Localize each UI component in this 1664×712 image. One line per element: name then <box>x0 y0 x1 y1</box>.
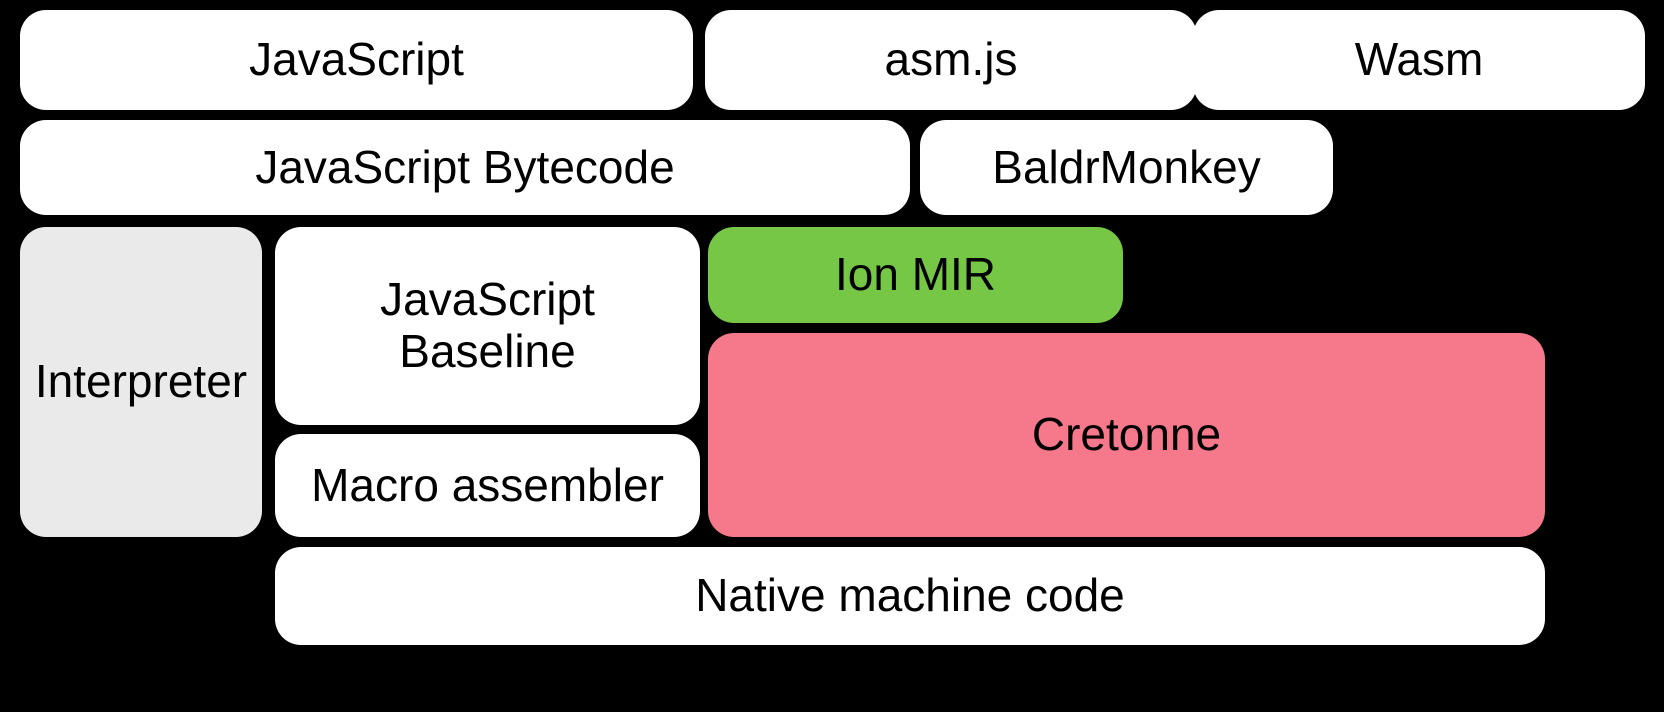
node-javascript-baseline[interactable]: JavaScript Baseline <box>275 227 700 425</box>
node-javascript[interactable]: JavaScript <box>20 10 693 110</box>
node-macro-assembler[interactable]: Macro assembler <box>275 434 700 537</box>
node-baldrmonkey[interactable]: BaldrMonkey <box>920 120 1333 215</box>
node-asmjs[interactable]: asm.js <box>705 10 1197 110</box>
node-cretonne[interactable]: Cretonne <box>708 333 1545 537</box>
node-interpreter[interactable]: Interpreter <box>20 227 262 537</box>
node-wasm[interactable]: Wasm <box>1193 10 1645 110</box>
node-native-machine-code[interactable]: Native machine code <box>275 547 1545 645</box>
node-ion-mir[interactable]: Ion MIR <box>708 227 1123 323</box>
node-javascript-bytecode[interactable]: JavaScript Bytecode <box>20 120 910 215</box>
